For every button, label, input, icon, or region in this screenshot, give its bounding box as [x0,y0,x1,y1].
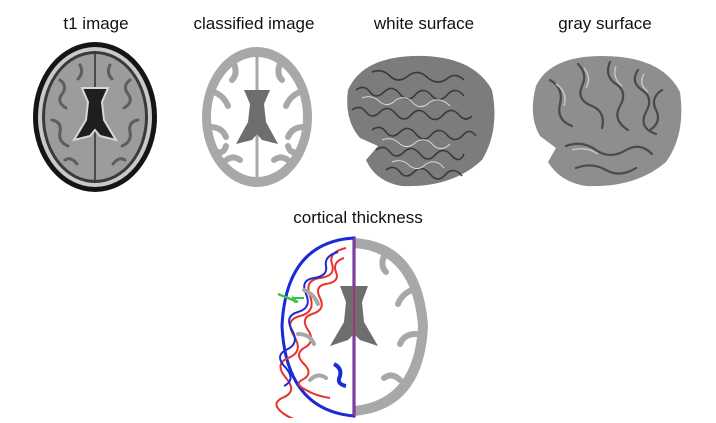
gray-surface-label: gray surface [558,14,652,33]
white-surface [347,55,495,187]
white-surface-label: white surface [373,14,475,33]
t1-image-label: t1 image [63,14,129,33]
classified-image-label: classified image [193,14,315,33]
cortical-thickness-panel [274,234,436,418]
t1-image-panel [30,40,160,195]
cortical-thickness-label: cortical thickness [293,208,423,227]
cortical-thickness-image [275,236,428,418]
thickness-arrow-icon [277,292,304,304]
gray-surface [532,56,682,187]
gray-surface-panel [526,50,686,192]
t1-image [33,42,157,192]
classified-image [202,47,312,187]
white-surface-panel [342,50,500,192]
classified-image-panel [194,42,320,192]
